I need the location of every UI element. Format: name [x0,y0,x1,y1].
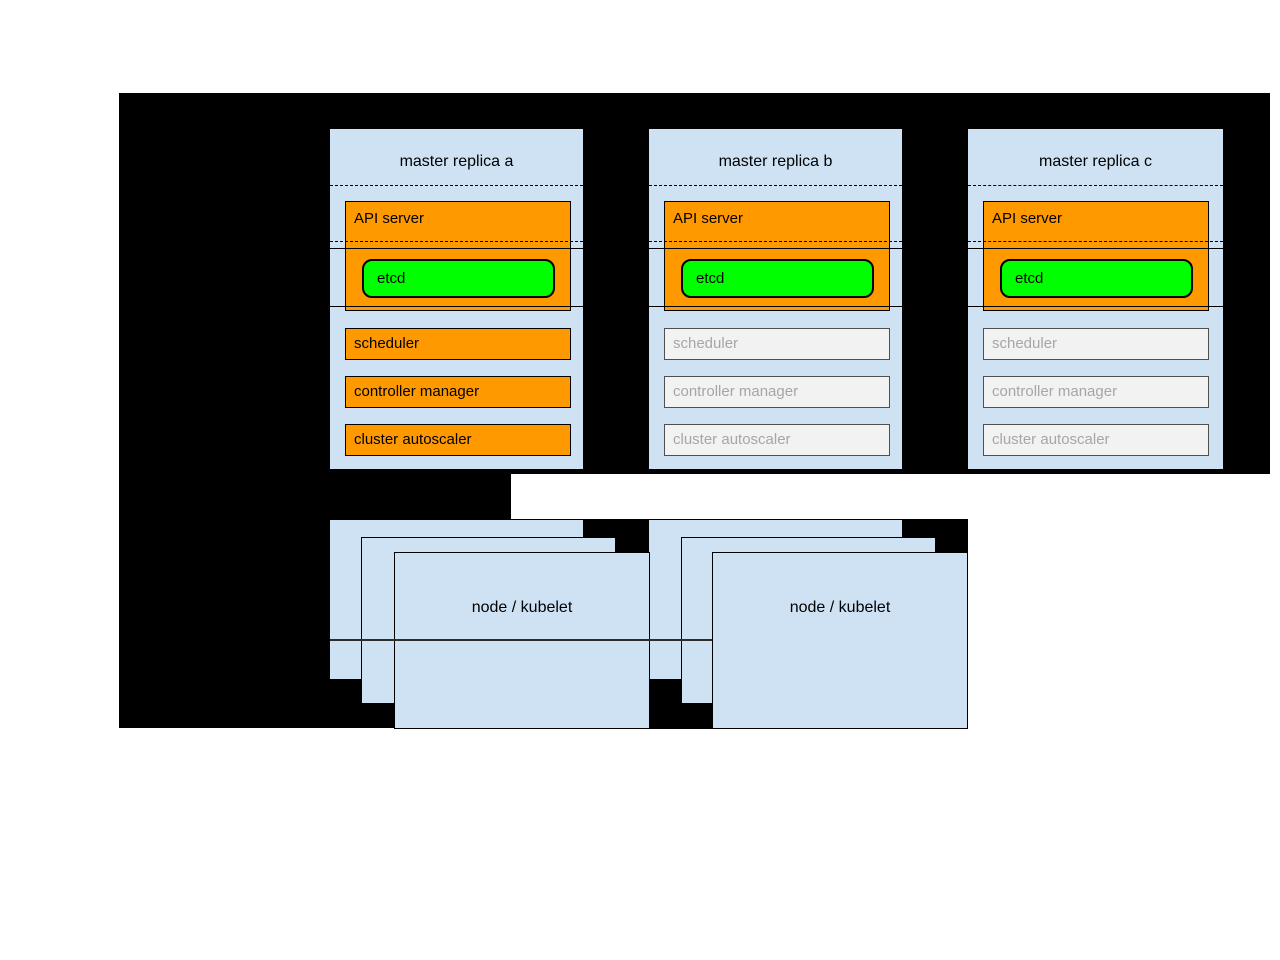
cluster-autoscaler-box-dimmed: cluster autoscaler [983,424,1209,456]
etcd-box: etcd [681,259,874,298]
master-replica-a-title: master replica a [399,153,514,170]
api-server-label: API server [992,210,1063,227]
scheduler-box-dimmed: scheduler [983,328,1209,360]
solid-separator [649,306,902,307]
controller-manager-box: controller manager [345,376,571,408]
scheduler-box-dimmed: scheduler [664,328,890,360]
master-replica-c-box: master replica c API server etcd schedul… [967,128,1224,470]
node-title-divider-line [330,639,712,641]
master-replica-b-title: master replica b [718,153,833,170]
dashed-separator [968,241,1223,242]
api-server-box: API server etcd [345,201,571,311]
dashed-separator [330,185,583,186]
dashed-separator [330,241,583,242]
scheduler-box: scheduler [345,328,571,360]
dashed-separator [649,185,902,186]
api-server-box: API server etcd [983,201,1209,311]
solid-separator [330,306,583,307]
master-replica-b-box: master replica b API server etcd schedul… [648,128,903,470]
node-kubelet-label: node / kubelet [471,599,573,616]
cluster-autoscaler-box: cluster autoscaler [345,424,571,456]
master-replica-c-title: master replica c [1039,153,1152,170]
solid-separator [649,248,902,249]
master-replica-a-box: master replica a API server etcd schedul… [329,128,584,470]
solid-separator [968,306,1223,307]
api-server-box: API server etcd [664,201,890,311]
api-server-label: API server [673,210,744,227]
controller-manager-box-dimmed: controller manager [664,376,890,408]
api-server-label: API server [354,210,425,227]
controller-manager-box-dimmed: controller manager [983,376,1209,408]
dashed-separator [968,185,1223,186]
solid-separator [968,248,1223,249]
cluster-autoscaler-box-dimmed: cluster autoscaler [664,424,890,456]
etcd-box: etcd [362,259,555,298]
etcd-box: etcd [1000,259,1193,298]
solid-separator [330,248,583,249]
node-kubelet-label: node / kubelet [789,599,891,616]
node-stack-2-front-box: node / kubelet [712,552,968,729]
dashed-separator [649,241,902,242]
